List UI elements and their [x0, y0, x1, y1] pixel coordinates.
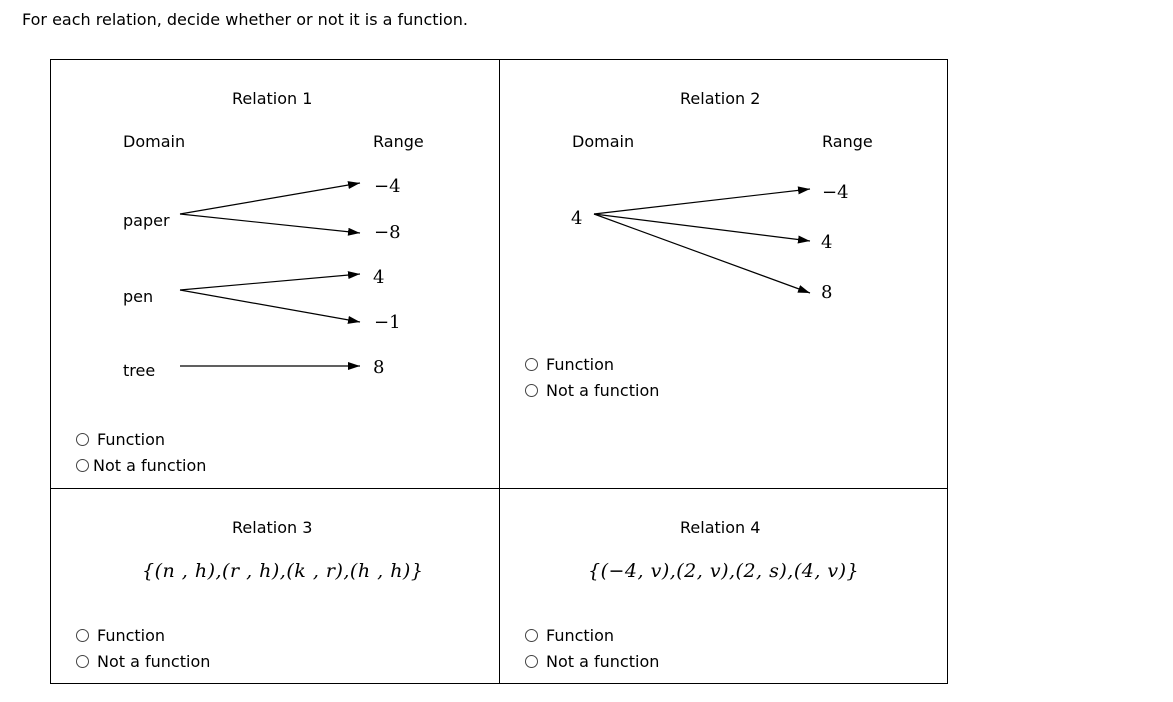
- relation4-not-function-label: Not a function: [546, 652, 660, 671]
- relation1-range-item: 4: [373, 267, 385, 288]
- relations-grid: [50, 59, 948, 684]
- relation1-domain-item: tree: [123, 361, 156, 380]
- arrow-4-to-neg4: [593, 186, 811, 215]
- relation1-range-item: −4: [374, 176, 401, 197]
- arrow-pen-to-neg1: [179, 289, 361, 324]
- grid-horizontal-divider: [51, 488, 947, 489]
- relation1-not-function-radio[interactable]: Not a function: [76, 456, 206, 475]
- arrow-pen-to-4: [179, 271, 361, 291]
- radio-circle-icon[interactable]: [525, 358, 538, 371]
- relation2-title: Relation 2: [680, 89, 761, 108]
- radio-circle-icon[interactable]: [525, 384, 538, 397]
- relation1-domain-item: pen: [123, 287, 154, 306]
- relation4-not-function-radio[interactable]: Not a function: [525, 652, 659, 671]
- relation1-function-radio[interactable]: Function: [76, 430, 165, 449]
- arrow-paper-to-neg8: [179, 213, 361, 236]
- radio-circle-icon[interactable]: [525, 655, 538, 668]
- relation1-range-item: −8: [374, 222, 401, 243]
- relation4-set: {(−4, v),(2, v),(2, s),(4, v)}: [588, 560, 860, 582]
- relation1-range-item: 8: [373, 357, 385, 378]
- relation2-range-item: 4: [821, 232, 833, 253]
- grid-vertical-divider: [499, 60, 500, 683]
- relation4-function-label: Function: [546, 626, 615, 645]
- relation3-function-radio[interactable]: Function: [76, 626, 165, 645]
- arrow-4-to-4: [593, 213, 811, 244]
- relation1-range-header: Range: [373, 132, 424, 151]
- arrow-4-to-8: [593, 213, 811, 294]
- relation3-not-function-radio[interactable]: Not a function: [76, 652, 210, 671]
- radio-circle-icon[interactable]: [525, 629, 538, 642]
- relation1-domain-header: Domain: [123, 132, 186, 151]
- relation2-function-radio[interactable]: Function: [525, 355, 614, 374]
- arrow-paper-to-neg4: [179, 181, 361, 215]
- relation2-domain-item: 4: [571, 208, 583, 229]
- relation2-range-item: 8: [821, 282, 833, 303]
- relation2-domain-header: Domain: [572, 132, 635, 151]
- relation3-not-function-label: Not a function: [97, 652, 211, 671]
- instruction-text: For each relation, decide whether or not…: [22, 10, 468, 29]
- relation3-title: Relation 3: [232, 518, 313, 537]
- relation1-domain-item: paper: [123, 211, 170, 230]
- relation2-not-function-radio[interactable]: Not a function: [525, 381, 659, 400]
- relation1-not-function-label: Not a function: [93, 456, 207, 475]
- relation2-not-function-label: Not a function: [546, 381, 660, 400]
- relation3-set: {(n , h),(r , h),(k , r),(h , h)}: [142, 560, 424, 582]
- relation2-range-header: Range: [822, 132, 873, 151]
- radio-circle-icon[interactable]: [76, 629, 89, 642]
- radio-circle-icon[interactable]: [76, 433, 89, 446]
- radio-circle-icon[interactable]: [76, 459, 89, 472]
- relation2-range-item: −4: [822, 182, 849, 203]
- relation4-function-radio[interactable]: Function: [525, 626, 614, 645]
- relation2-function-label: Function: [546, 355, 615, 374]
- relation1-range-item: −1: [374, 312, 401, 333]
- relation1-function-label: Function: [97, 430, 166, 449]
- radio-circle-icon[interactable]: [76, 655, 89, 668]
- relation3-function-label: Function: [97, 626, 166, 645]
- relation4-title: Relation 4: [680, 518, 761, 537]
- relation1-title: Relation 1: [232, 89, 313, 108]
